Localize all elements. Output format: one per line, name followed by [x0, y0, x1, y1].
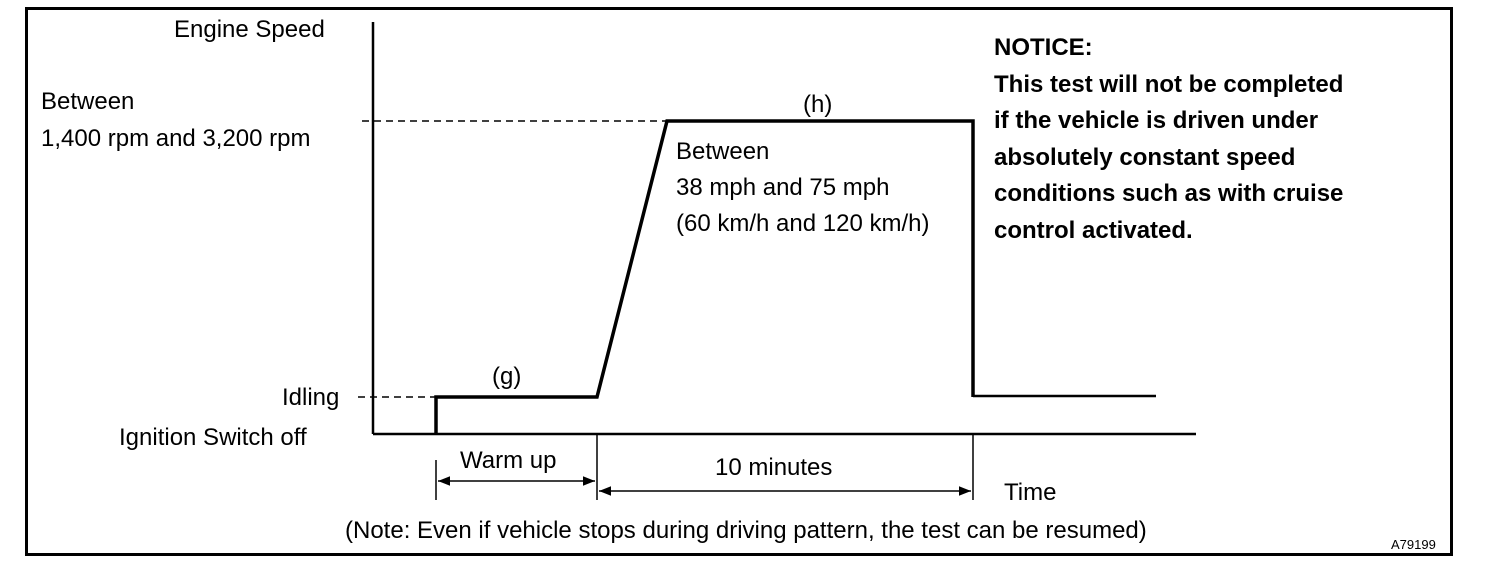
- notice-line: absolutely constant speed: [994, 143, 1296, 171]
- y-axis-title: Engine Speed: [174, 16, 325, 43]
- notice-box: NOTICE: This test will not be completed …: [994, 30, 1343, 249]
- h-label: (h): [803, 91, 833, 118]
- rpm-between-label: Between: [41, 88, 135, 115]
- ten-minutes-label: 10 minutes: [715, 454, 833, 481]
- ignition-off-label: Ignition Switch off: [119, 424, 307, 451]
- speed-between-label: Between: [676, 138, 770, 165]
- warm-up-label: Warm up: [460, 447, 557, 474]
- notice-line: if the vehicle is driven under: [994, 107, 1319, 134]
- speed-kmh-label: (60 km/h and 120 km/h): [676, 210, 930, 237]
- notice-title: NOTICE:: [994, 34, 1093, 61]
- figure-code: A79199: [1391, 537, 1436, 552]
- engine-speed-trace: [434, 119, 975, 434]
- note-text: (Note: Even if vehicle stops during driv…: [345, 517, 1147, 544]
- notice-line: control activated.: [994, 216, 1193, 244]
- x-axis-title: Time: [1004, 479, 1057, 506]
- notice-line: conditions such as with cruise: [994, 180, 1344, 207]
- rpm-range-label: 1,400 rpm and 3,200 rpm: [41, 125, 311, 152]
- notice-line: This test will not be completed: [994, 70, 1344, 98]
- diagram-frame: [25, 7, 1453, 556]
- idling-label: Idling: [282, 384, 340, 411]
- g-label: (g): [492, 363, 522, 390]
- speed-mph-label: 38 mph and 75 mph: [676, 174, 890, 201]
